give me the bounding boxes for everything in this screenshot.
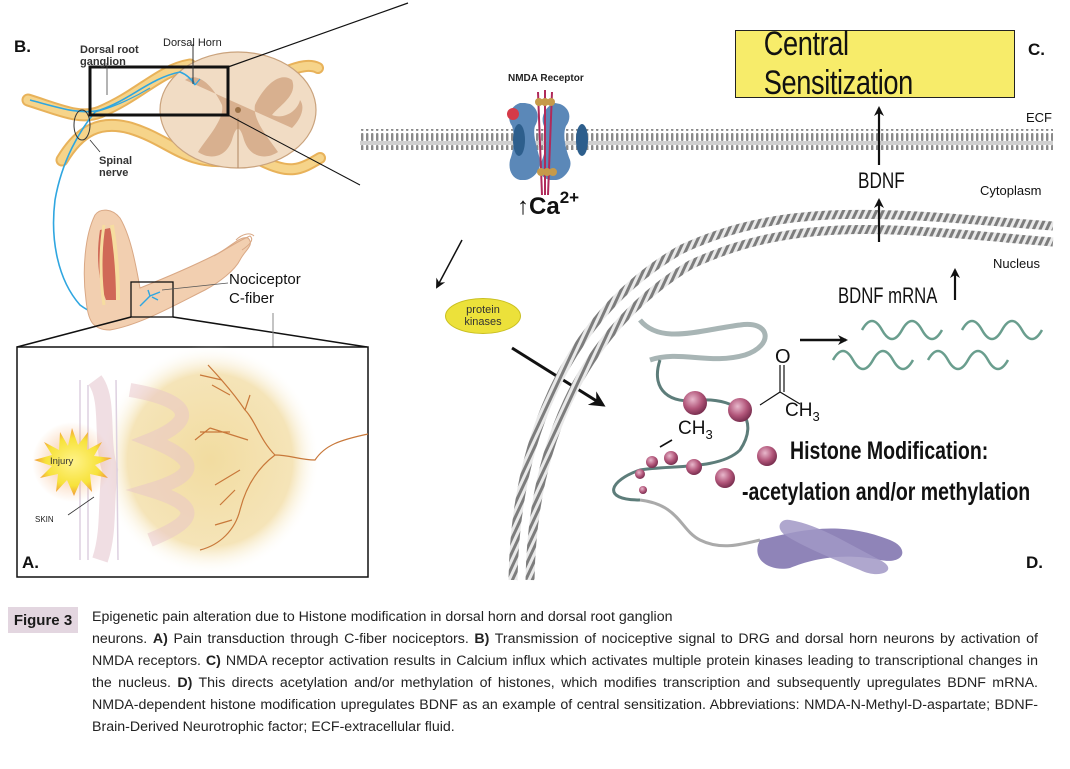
mrna-strands-icon xyxy=(831,319,1044,371)
label-skin: SKIN xyxy=(35,515,54,524)
caption-label-c: C) xyxy=(205,653,221,669)
nociceptor-zoom-box xyxy=(130,281,174,318)
nucleosome xyxy=(646,456,658,468)
protein-kinases-ellipse: protein kinases xyxy=(445,298,521,334)
skin-panel xyxy=(16,345,369,578)
caption-label-b: B) xyxy=(474,631,490,647)
label-histone-modification: Histone Modification: xyxy=(790,437,989,465)
nucleosome xyxy=(757,446,777,466)
label-bdnf-mrna: BDNF mRNA xyxy=(838,283,938,308)
spinal-cord-illustration xyxy=(21,2,409,318)
central-sensitization-box: Central Sensitization xyxy=(735,25,1015,102)
label-methyl-ch3: CH3 xyxy=(678,418,713,442)
cell-membrane xyxy=(360,129,1053,150)
chromatin-illustration xyxy=(612,318,801,548)
arrow-calcium-to-kinases xyxy=(436,239,463,289)
panel-label-c: C. xyxy=(1028,40,1045,59)
arm-illustration xyxy=(16,209,368,455)
label-dorsal-horn: Dorsal Horn xyxy=(163,37,222,49)
nuclear-membrane xyxy=(508,209,1054,581)
panel-label-a: A. xyxy=(22,553,39,572)
dorsal-horn-zoom-box xyxy=(88,65,230,117)
label-cytoplasm: Cytoplasm xyxy=(980,183,1042,198)
injury-burst-icon xyxy=(34,428,112,496)
nucleosome xyxy=(728,398,752,422)
label-nucleus: Nucleus xyxy=(993,256,1040,271)
label-acetyl-oxygen: O xyxy=(775,346,791,368)
label-acetylation-methylation: -acetylation and/or methylation xyxy=(742,478,1031,506)
caption-first-line: Epigenetic pain alteration due to Histon… xyxy=(92,609,673,625)
nucleosome xyxy=(715,468,735,488)
diagram-canvas xyxy=(16,2,1054,581)
label-acetyl-ch3: CH3 xyxy=(785,400,820,424)
nucleosome xyxy=(639,486,647,494)
chromosome-icon xyxy=(757,519,903,575)
caption-label-d: D) xyxy=(177,675,193,691)
panel-label-b: B. xyxy=(14,37,31,56)
label-spinal-nerve: Spinal nerve xyxy=(99,155,133,179)
nucleosome xyxy=(635,469,645,479)
label-nociceptor-c-fiber: Nociceptor C-fiber xyxy=(229,271,301,307)
caption-text: Epigenetic pain alteration due to Histon… xyxy=(92,606,1038,738)
label-calcium-influx: ↑Ca2+ xyxy=(517,188,580,220)
label-injury: Injury xyxy=(50,456,74,467)
nucleosome xyxy=(683,391,707,415)
label-dorsal-root-ganglion: Dorsal root ganglion xyxy=(80,44,139,68)
nmda-receptor-icon xyxy=(507,90,588,196)
panel-label-d: D. xyxy=(1026,553,1043,572)
figure-3-diagram: B. C. A. D. Dorsal root ganglion Dorsal … xyxy=(14,2,1054,581)
figure-number-badge: Figure 3 xyxy=(8,607,78,633)
nucleosome xyxy=(664,451,678,465)
label-nmda-receptor: NMDA Receptor xyxy=(508,73,584,84)
nucleosome xyxy=(686,459,702,475)
label-ecf: ECF xyxy=(1026,110,1052,125)
caption-label-a: A) xyxy=(152,631,168,647)
central-sensitization-label: Central Sensitization xyxy=(763,25,913,102)
label-bdnf: BDNF xyxy=(858,168,905,193)
